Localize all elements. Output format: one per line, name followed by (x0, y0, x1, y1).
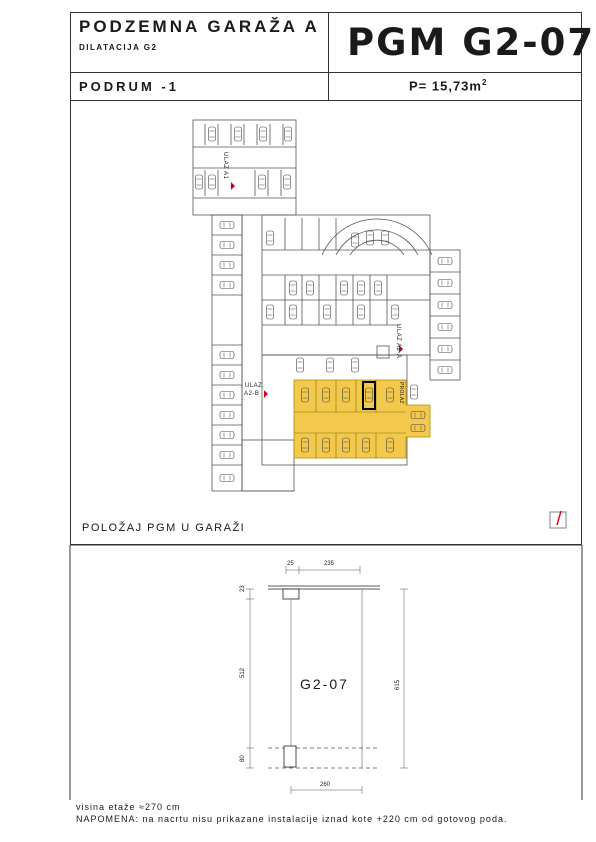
garage-title: PODZEMNA GARAŽA A (79, 17, 320, 36)
site-plan (192, 119, 461, 492)
dim-bottom: 260 (320, 782, 331, 788)
dim-left-mid: 512 (240, 667, 246, 678)
transit-label: PROLAZ (398, 382, 404, 404)
dim-top-large: 235 (324, 561, 335, 567)
entrance-a2b-label-2: A2-B (244, 391, 260, 397)
entrance-a1-arrow-icon (231, 182, 235, 190)
highlighted-zone (293, 379, 431, 459)
area-value: P= 15,73m (409, 78, 482, 94)
selected-space-g2-07 (362, 381, 376, 410)
floor-divider (71, 100, 581, 101)
entrance-a2b-arrow-icon (264, 390, 268, 398)
notes-block: visina etaže ≈270 cm NAPOMENA: na nacrtu… (76, 801, 507, 825)
entrance-a2b-label-1: ULAZ (245, 383, 263, 389)
dim-right: 615 (395, 679, 401, 690)
dim-left-bottom: 80 (240, 755, 246, 762)
space-label: G2-07 (300, 676, 349, 692)
dim-left-top: 23 (240, 585, 246, 592)
parking-code: PGM G2-07 (347, 21, 596, 64)
ramp-outer (321, 218, 433, 256)
sheet-frame: PODZEMNA GARAŽA A DILATACIJA G2 PGM G2-0… (70, 12, 593, 545)
left-column-outline (211, 214, 243, 492)
stair-core (376, 345, 390, 359)
north-arrow-icon (549, 510, 567, 529)
ramp-inner (335, 229, 419, 256)
area-label: P= 15,73m2 (409, 78, 487, 93)
space-detail-drawing (246, 566, 408, 794)
floor-height-note: visina etaže ≈270 cm (76, 802, 181, 812)
entrance-a2a-arrow-icon (399, 345, 403, 353)
area-unit-exponent: 2 (481, 78, 488, 87)
dilatation-label: DILATACIJA G2 (79, 43, 158, 52)
floor-label: PODRUM -1 (79, 79, 179, 94)
installations-note: NAPOMENA: na nacrtu nisu prikazane insta… (76, 814, 508, 824)
header-divider (71, 72, 581, 73)
entrance-a2a-label: ULAZ A2-A (395, 324, 401, 359)
block-a1-outline (192, 119, 297, 216)
site-plan-caption: POLOŽAJ PGM U GARAŽI (82, 522, 246, 534)
header-column-divider (328, 13, 329, 101)
entrance-a1-label: ULAZ A1 (222, 152, 228, 180)
right-column-outline (429, 249, 461, 381)
dim-top-small: 25 (287, 561, 294, 567)
